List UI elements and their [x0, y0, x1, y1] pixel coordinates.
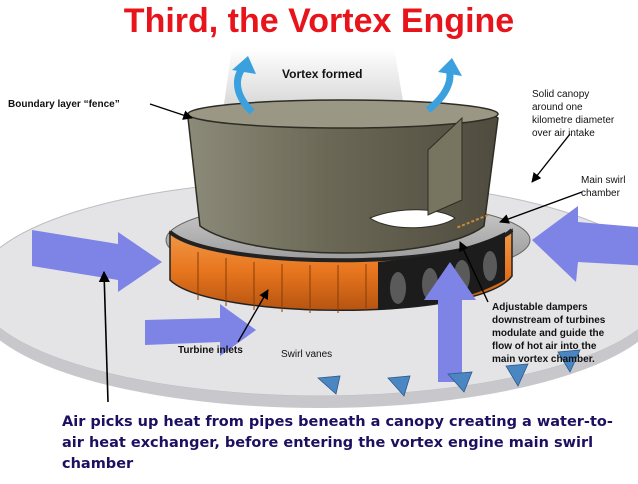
air-arrow-up: [424, 262, 476, 382]
swirl-vanes: [317, 349, 581, 397]
label-main-swirl-chamber: Main swirl chamber: [581, 175, 626, 199]
swirl-vane: [317, 375, 341, 395]
label-vortex-formed: Vortex formed: [282, 67, 363, 81]
turbine-openings: [378, 232, 505, 310]
callout-canopy: [531, 133, 571, 183]
diagram-title: Third, the Vortex Engine: [123, 2, 515, 40]
label-turbine-inlets: Turbine inlets: [178, 345, 243, 356]
callout-dampers: [459, 241, 489, 303]
swirl-vane: [387, 375, 411, 397]
canopy-edge: [0, 328, 638, 408]
damper-flow-arrow: [455, 214, 489, 229]
callout-turbine-inlets: [237, 289, 269, 343]
chamber-vane-wall: [427, 116, 463, 216]
diagram-caption: Air picks up heat from pipes beneath a c…: [62, 414, 613, 472]
chamber-inner-opening: [368, 209, 456, 229]
swirl-vane: [447, 371, 473, 393]
swirl-chamber-rim: [187, 99, 499, 129]
air-arrow-left: [32, 230, 162, 292]
air-arrow-right: [532, 206, 638, 282]
turbine-panels: [197, 252, 367, 313]
label-adjustable-dampers: Adjustable dampers downstream of turbine…: [492, 302, 606, 365]
callout-caption: [98, 270, 110, 403]
vortex-arrow-left-head: [232, 56, 256, 74]
swirl-vane: [505, 363, 529, 387]
label-solid-canopy: Solid canopy around one kilometre diamet…: [532, 89, 615, 139]
label-boundary-layer: Boundary layer “fence”: [8, 99, 120, 110]
callout-swirl-chamber: [499, 191, 583, 224]
swirl-vane: [557, 349, 581, 373]
callout-boundary-layer: [149, 103, 193, 120]
label-swirl-vanes: Swirl vanes: [281, 349, 333, 360]
turbine-blades: [390, 251, 497, 304]
vortex-arrow-right-head: [438, 58, 462, 76]
air-arrow-lower-left: [145, 304, 256, 356]
